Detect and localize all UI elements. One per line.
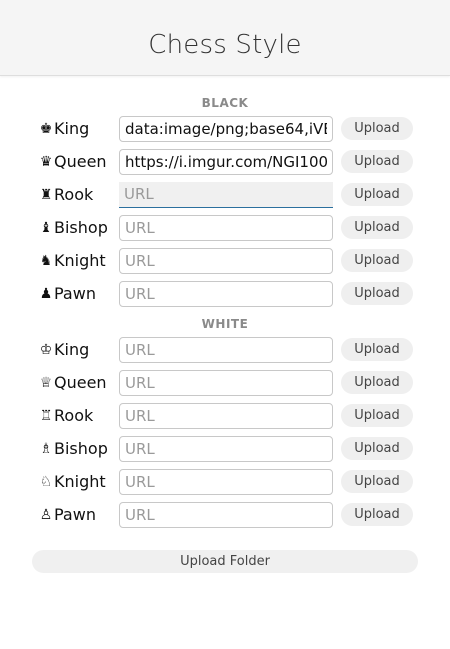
- row-white-bishop: ♗ Bishop Upload: [0, 432, 450, 465]
- piece-label-black-bishop: Bishop: [54, 218, 108, 237]
- black-rook-icon: ♜: [39, 186, 53, 203]
- upload-button-black-pawn[interactable]: Upload: [341, 282, 413, 305]
- url-input-white-knight[interactable]: [119, 468, 333, 495]
- black-pawn-icon: ♟: [39, 285, 53, 302]
- upload-folder-wrap: Upload Folder: [0, 550, 450, 573]
- piece-label-white-bishop: Bishop: [54, 439, 108, 458]
- piece-label-black-queen: Queen: [54, 152, 107, 171]
- row-white-pawn: ♙ Pawn Upload: [0, 498, 450, 531]
- piece-label-black-rook: Rook: [54, 185, 94, 204]
- url-input-black-king[interactable]: [119, 115, 333, 142]
- upload-button-white-pawn[interactable]: Upload: [341, 503, 413, 526]
- upload-button-black-queen[interactable]: Upload: [341, 150, 413, 173]
- white-rook-icon: ♖: [39, 407, 53, 424]
- url-input-white-king[interactable]: [119, 336, 333, 363]
- url-input-white-rook[interactable]: [119, 402, 333, 429]
- upload-button-white-bishop[interactable]: Upload: [341, 437, 413, 460]
- url-input-black-bishop[interactable]: [119, 214, 333, 241]
- row-black-bishop: ♝ Bishop Upload: [0, 211, 450, 244]
- black-bishop-icon: ♝: [39, 219, 53, 236]
- upload-button-black-knight[interactable]: Upload: [341, 249, 413, 272]
- section-title-white: WHITE: [201, 317, 249, 331]
- url-input-white-pawn[interactable]: [119, 501, 333, 528]
- upload-button-black-rook[interactable]: Upload: [341, 183, 413, 206]
- upload-folder-button[interactable]: Upload Folder: [32, 550, 418, 573]
- piece-label-white-pawn: Pawn: [54, 505, 96, 524]
- row-black-queen: ♛ Queen Upload: [0, 145, 450, 178]
- upload-button-white-king[interactable]: Upload: [341, 338, 413, 361]
- app-header: Chess Style: [0, 0, 450, 76]
- url-input-white-bishop[interactable]: [119, 435, 333, 462]
- white-king-icon: ♔: [39, 341, 53, 358]
- white-knight-icon: ♘: [39, 473, 53, 490]
- piece-label-white-king: King: [54, 340, 90, 359]
- white-queen-icon: ♕: [39, 374, 53, 391]
- row-black-king: ♚ King Upload: [0, 112, 450, 145]
- black-knight-icon: ♞: [39, 252, 53, 269]
- url-input-white-queen[interactable]: [119, 369, 333, 396]
- url-input-black-queen[interactable]: [119, 148, 333, 175]
- row-white-queen: ♕ Queen Upload: [0, 366, 450, 399]
- white-pawn-icon: ♙: [39, 506, 53, 523]
- page-title: Chess Style: [148, 29, 302, 60]
- row-white-king: ♔ King Upload: [0, 333, 450, 366]
- upload-button-white-queen[interactable]: Upload: [341, 371, 413, 394]
- piece-label-black-pawn: Pawn: [54, 284, 96, 303]
- piece-label-white-queen: Queen: [54, 373, 107, 392]
- row-white-knight: ♘ Knight Upload: [0, 465, 450, 498]
- row-black-knight: ♞ Knight Upload: [0, 244, 450, 277]
- piece-label-black-king: King: [54, 119, 90, 138]
- piece-label-white-rook: Rook: [54, 406, 94, 425]
- row-white-rook: ♖ Rook Upload: [0, 399, 450, 432]
- url-input-black-knight[interactable]: [119, 247, 333, 274]
- upload-button-black-bishop[interactable]: Upload: [341, 216, 413, 239]
- section-title-black: BLACK: [201, 96, 249, 110]
- black-king-icon: ♚: [39, 120, 53, 137]
- url-input-black-rook[interactable]: [119, 181, 333, 208]
- black-queen-icon: ♛: [39, 153, 53, 170]
- white-bishop-icon: ♗: [39, 440, 53, 457]
- url-input-black-pawn[interactable]: [119, 280, 333, 307]
- piece-label-white-knight: Knight: [54, 472, 106, 491]
- upload-button-black-king[interactable]: Upload: [341, 117, 413, 140]
- row-black-rook: ♜ Rook Upload: [0, 178, 450, 211]
- upload-button-white-rook[interactable]: Upload: [341, 404, 413, 427]
- upload-button-white-knight[interactable]: Upload: [341, 470, 413, 493]
- row-black-pawn: ♟ Pawn Upload: [0, 277, 450, 310]
- piece-label-black-knight: Knight: [54, 251, 106, 270]
